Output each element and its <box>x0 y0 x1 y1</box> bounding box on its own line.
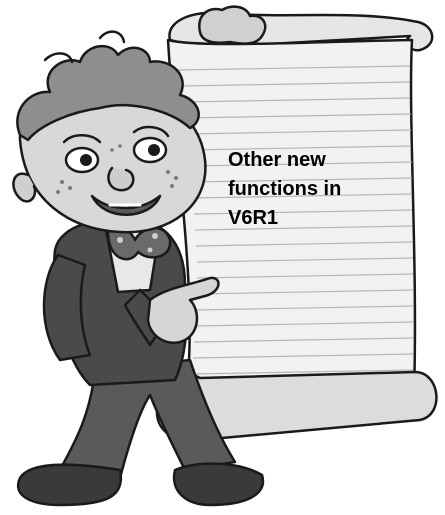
boy-hair <box>16 44 200 142</box>
caption-line-1: Other new <box>228 149 326 171</box>
boy-ear <box>12 172 37 203</box>
boy-left-shoe <box>17 463 123 507</box>
boy-nose <box>107 166 135 192</box>
caption-line-2: functions in <box>228 178 342 200</box>
bow-tie-spot <box>117 237 123 243</box>
boy-freckles <box>56 144 178 194</box>
boy-right-shoe <box>172 462 265 507</box>
scroll-ruled-lines <box>177 65 414 375</box>
boy-mouth <box>90 194 162 216</box>
caption-line-3: V6R1 <box>228 207 279 229</box>
boy-left-arm <box>42 253 92 362</box>
boy-legs <box>58 358 237 480</box>
boy-pointing-hand <box>146 276 220 345</box>
boy-raised-hand <box>198 5 267 45</box>
boy-character <box>12 5 267 507</box>
scroll-caption: Other new functions in V6R1 <box>228 146 418 233</box>
